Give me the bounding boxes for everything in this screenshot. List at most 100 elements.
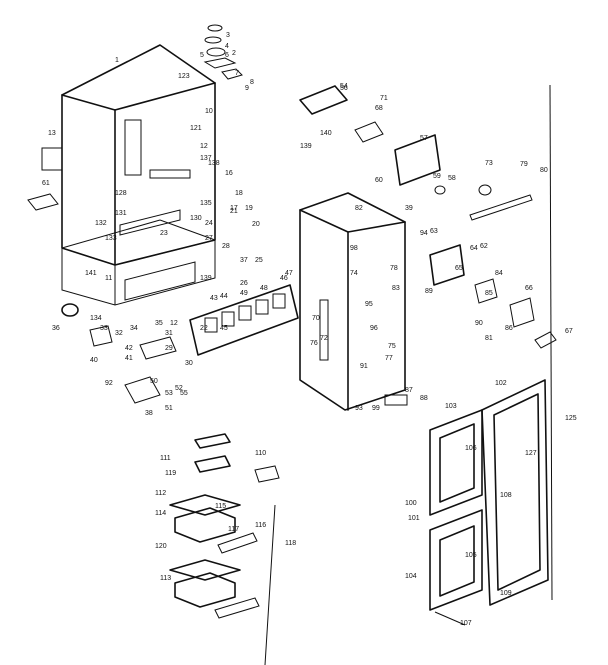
part-label: 107 xyxy=(460,620,472,627)
part-label: 110 xyxy=(255,450,266,457)
part-label: 56 xyxy=(340,85,348,92)
part-label: 93 xyxy=(355,405,363,412)
part-label: 52 xyxy=(175,385,183,392)
part-label: 29 xyxy=(165,345,173,352)
part-label: 58 xyxy=(448,175,456,182)
part-label: 61 xyxy=(42,180,50,187)
part-label: 63 xyxy=(430,228,438,235)
part-label: 130 xyxy=(190,215,202,222)
part-label: 116 xyxy=(255,522,266,529)
part-label: 86 xyxy=(505,325,513,332)
part-label: 19 xyxy=(245,205,253,212)
part-label: 96 xyxy=(370,325,378,332)
part-label: 140 xyxy=(320,130,332,137)
part-label: 103 xyxy=(445,403,457,410)
part-label: 55 xyxy=(180,390,188,397)
part-label: 64 xyxy=(470,245,478,252)
part-label: 35 xyxy=(155,320,163,327)
part-label: 91 xyxy=(360,363,368,370)
part-label: 36 xyxy=(52,325,60,332)
fan-parts xyxy=(299,85,557,349)
part-label: 17 xyxy=(230,205,238,212)
part-label: 77 xyxy=(385,355,393,362)
part-label: 31 xyxy=(165,330,173,337)
part-label: 43 xyxy=(210,295,218,302)
part-label: 50 xyxy=(150,378,158,385)
part-label: 128 xyxy=(115,190,127,197)
part-label: 85 xyxy=(485,290,493,297)
part-label: 120 xyxy=(155,543,167,550)
part-label: 37 xyxy=(240,257,248,264)
part-label: 121 xyxy=(190,125,202,132)
part-label: 75 xyxy=(388,343,396,350)
part-label: 10 xyxy=(205,108,213,115)
part-label: 78 xyxy=(390,265,398,272)
liner-assembly xyxy=(299,192,408,411)
part-label: 57 xyxy=(420,135,428,142)
part-label: 18 xyxy=(235,190,243,197)
part-label: 70 xyxy=(312,315,320,322)
part-label: 2 xyxy=(232,50,236,57)
part-label: 46 xyxy=(280,275,288,282)
part-label: 39 xyxy=(405,205,413,212)
part-label: 115 xyxy=(215,503,226,510)
part-label: 141 xyxy=(85,270,97,277)
part-label: 94 xyxy=(420,230,428,237)
part-label: 30 xyxy=(185,360,193,367)
part-label: 22 xyxy=(200,325,208,332)
part-label: 12 xyxy=(170,320,178,327)
part-label: 5 xyxy=(200,52,204,59)
part-label: 51 xyxy=(165,405,173,412)
part-label: 12 xyxy=(200,143,208,150)
control-panel xyxy=(189,284,299,356)
part-label: 65 xyxy=(455,265,463,272)
part-label: 92 xyxy=(105,380,113,387)
part-label: 82 xyxy=(355,205,363,212)
part-label: 62 xyxy=(480,243,488,250)
part-label: 21 xyxy=(230,208,238,215)
part-label: 98 xyxy=(350,245,358,252)
part-label: 20 xyxy=(252,221,260,228)
part-label: 109 xyxy=(500,590,512,597)
part-label: 1 xyxy=(115,57,119,64)
part-label: 114 xyxy=(155,510,166,517)
part-label: 28 xyxy=(222,243,230,250)
door-assembly xyxy=(429,379,549,626)
part-label: 127 xyxy=(525,450,537,457)
part-label: 45 xyxy=(220,325,228,332)
part-label: 99 xyxy=(372,405,380,412)
top-hinge-stack xyxy=(203,24,243,80)
part-label: 9 xyxy=(245,85,249,92)
part-label: 73 xyxy=(485,160,493,167)
part-label: 71 xyxy=(380,95,388,102)
part-label: 59 xyxy=(433,173,441,180)
part-label: 66 xyxy=(525,285,533,292)
left-side-parts xyxy=(27,147,177,404)
part-label: 132 xyxy=(95,220,107,227)
part-label: 138 xyxy=(208,160,220,167)
part-label: 13 xyxy=(48,130,56,137)
part-label: 41 xyxy=(125,355,133,362)
part-label: 7 xyxy=(235,70,239,77)
part-label: 72 xyxy=(320,335,328,342)
part-label: 27 xyxy=(205,235,213,242)
part-label: 117 xyxy=(228,526,239,533)
part-label: 79 xyxy=(520,161,528,168)
part-label: 16 xyxy=(225,170,233,177)
part-label: 80 xyxy=(540,167,548,174)
part-label: 83 xyxy=(392,285,400,292)
part-label: 89 xyxy=(425,288,433,295)
part-label: 49 xyxy=(240,290,248,297)
part-label: 133 xyxy=(105,235,117,242)
part-label: 137 xyxy=(200,155,212,162)
part-label: 25 xyxy=(255,257,263,264)
part-label: 100 xyxy=(405,500,417,507)
part-label: 119 xyxy=(165,470,176,477)
part-label: 135 xyxy=(200,200,212,207)
part-label: 67 xyxy=(565,328,573,335)
part-label: 32 xyxy=(115,330,123,337)
part-label: 90 xyxy=(475,320,483,327)
part-label: 24 xyxy=(205,220,213,227)
part-label: 76 xyxy=(310,340,318,347)
